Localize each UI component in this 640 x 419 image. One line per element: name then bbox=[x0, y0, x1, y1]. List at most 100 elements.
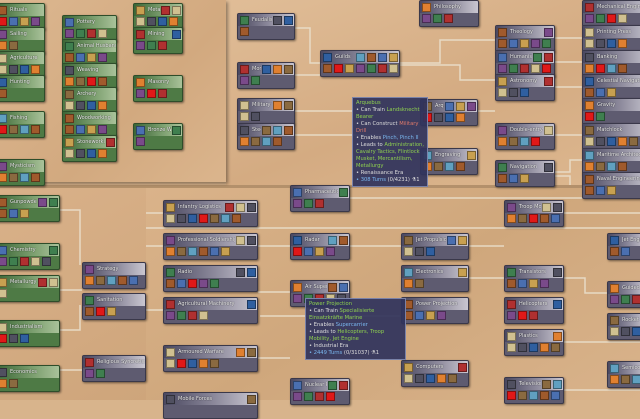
unlock-icon[interactable] bbox=[87, 125, 96, 134]
unlock-icon[interactable] bbox=[498, 39, 507, 48]
unlock-icon[interactable] bbox=[596, 14, 605, 23]
unlock-icon[interactable] bbox=[404, 279, 413, 288]
unlock-icon[interactable] bbox=[262, 64, 271, 74]
unavailable-unit-icon[interactable] bbox=[188, 279, 197, 288]
tech-node[interactable]: Metallurgy bbox=[0, 275, 60, 302]
unavailable-unit-icon[interactable] bbox=[334, 64, 343, 73]
unlock-icon[interactable] bbox=[9, 257, 18, 266]
unlock-icon[interactable] bbox=[284, 100, 293, 110]
unlock-icon[interactable] bbox=[426, 374, 435, 383]
tech-node[interactable]: Infantry Logistics bbox=[163, 200, 258, 227]
unlock-icon[interactable] bbox=[507, 311, 516, 320]
unlock-icon[interactable] bbox=[415, 247, 424, 256]
unlock-icon[interactable] bbox=[158, 89, 167, 98]
unlock-icon[interactable] bbox=[520, 137, 529, 146]
unlock-icon[interactable] bbox=[304, 199, 313, 208]
unavailable-unit-icon[interactable] bbox=[607, 14, 616, 23]
unlock-icon[interactable] bbox=[251, 137, 260, 146]
unlock-icon[interactable] bbox=[542, 379, 551, 389]
unlock-icon[interactable] bbox=[147, 17, 156, 26]
unlock-icon[interactable] bbox=[177, 247, 186, 256]
unlock-icon[interactable] bbox=[172, 29, 181, 39]
unlock-icon[interactable] bbox=[247, 202, 256, 212]
unlock-icon[interactable] bbox=[31, 17, 40, 26]
unlock-icon[interactable] bbox=[98, 77, 107, 86]
unlock-icon[interactable] bbox=[210, 359, 219, 368]
unlock-icon[interactable] bbox=[9, 41, 18, 50]
unlock-icon[interactable] bbox=[76, 53, 85, 62]
tech-node[interactable]: Power Projection bbox=[401, 297, 469, 324]
unlock-icon[interactable] bbox=[618, 64, 627, 73]
tech-node[interactable]: Sanitation bbox=[82, 293, 146, 320]
tech-node[interactable]: Armoured Warfare bbox=[163, 345, 258, 372]
tech-node[interactable]: Pottery bbox=[62, 15, 117, 42]
unlock-icon[interactable] bbox=[544, 76, 553, 86]
unlock-icon[interactable] bbox=[166, 247, 175, 256]
tech-node[interactable]: Steel Crafting bbox=[237, 123, 295, 150]
unlock-icon[interactable] bbox=[553, 331, 562, 341]
unlock-icon[interactable] bbox=[426, 311, 435, 320]
unlock-icon[interactable] bbox=[520, 88, 529, 97]
unavailable-unit-icon[interactable] bbox=[87, 77, 96, 86]
unlock-icon[interactable] bbox=[118, 276, 127, 285]
unlock-icon[interactable] bbox=[273, 100, 282, 110]
unlock-icon[interactable] bbox=[9, 334, 18, 343]
unlock-icon[interactable] bbox=[456, 101, 465, 111]
unlock-icon[interactable] bbox=[629, 137, 638, 146]
unlock-icon[interactable] bbox=[38, 197, 47, 207]
unlock-icon[interactable] bbox=[98, 125, 107, 134]
unlock-icon[interactable] bbox=[378, 52, 387, 62]
tech-node[interactable]: Woodworking bbox=[62, 111, 117, 138]
unlock-icon[interactable] bbox=[87, 29, 96, 38]
unlock-icon[interactable] bbox=[199, 247, 208, 256]
unlock-icon[interactable] bbox=[240, 112, 249, 121]
unlock-icon[interactable] bbox=[210, 247, 219, 256]
unlock-icon[interactable] bbox=[293, 294, 302, 303]
unlock-icon[interactable] bbox=[247, 347, 256, 357]
tech-node[interactable]: Rituals bbox=[0, 3, 45, 30]
unavailable-unit-icon[interactable] bbox=[0, 125, 7, 134]
unlock-icon[interactable] bbox=[20, 17, 29, 26]
unlock-icon[interactable] bbox=[210, 214, 219, 223]
unlock-icon[interactable] bbox=[20, 65, 29, 74]
unlock-icon[interactable] bbox=[129, 276, 138, 285]
unlock-icon[interactable] bbox=[326, 247, 335, 256]
unlock-icon[interactable] bbox=[544, 27, 553, 37]
tech-node[interactable]: Hunting bbox=[0, 75, 45, 102]
unlock-icon[interactable] bbox=[542, 202, 551, 212]
unlock-icon[interactable] bbox=[367, 52, 376, 62]
unavailable-unit-icon[interactable] bbox=[529, 214, 538, 223]
unlock-icon[interactable] bbox=[531, 39, 540, 48]
unlock-icon[interactable] bbox=[415, 311, 424, 320]
unlock-icon[interactable] bbox=[551, 391, 560, 400]
tech-node[interactable]: Masonry bbox=[133, 75, 183, 102]
unlock-icon[interactable] bbox=[437, 374, 446, 383]
unlock-icon[interactable] bbox=[166, 359, 175, 368]
unlock-icon[interactable] bbox=[456, 113, 465, 122]
tech-node[interactable]: Plastics bbox=[504, 329, 564, 356]
unlock-icon[interactable] bbox=[585, 186, 594, 195]
unlock-icon[interactable] bbox=[445, 162, 454, 171]
unlock-icon[interactable] bbox=[618, 14, 627, 23]
unlock-icon[interactable] bbox=[0, 379, 7, 388]
tech-node[interactable]: Arquebus bbox=[420, 99, 478, 126]
unlock-icon[interactable] bbox=[188, 214, 197, 223]
unlock-icon[interactable] bbox=[9, 125, 18, 134]
unlock-icon[interactable] bbox=[585, 64, 594, 73]
unlock-icon[interactable] bbox=[65, 29, 74, 38]
unlock-icon[interactable] bbox=[273, 137, 282, 146]
unlock-icon[interactable] bbox=[607, 88, 616, 97]
tech-node[interactable]: Transistors bbox=[504, 265, 564, 292]
unlock-icon[interactable] bbox=[389, 52, 398, 62]
unlock-icon[interactable] bbox=[76, 101, 85, 110]
unlock-icon[interactable] bbox=[87, 53, 96, 62]
unlock-icon[interactable] bbox=[31, 65, 40, 74]
unlock-icon[interactable] bbox=[596, 162, 605, 171]
unlock-icon[interactable] bbox=[509, 39, 518, 48]
unlock-icon[interactable] bbox=[507, 214, 516, 223]
unlock-icon[interactable] bbox=[529, 279, 538, 288]
unlock-icon[interactable] bbox=[49, 197, 58, 207]
unlock-icon[interactable] bbox=[621, 327, 630, 336]
unlock-icon[interactable] bbox=[585, 39, 594, 48]
unlock-icon[interactable] bbox=[221, 214, 230, 223]
